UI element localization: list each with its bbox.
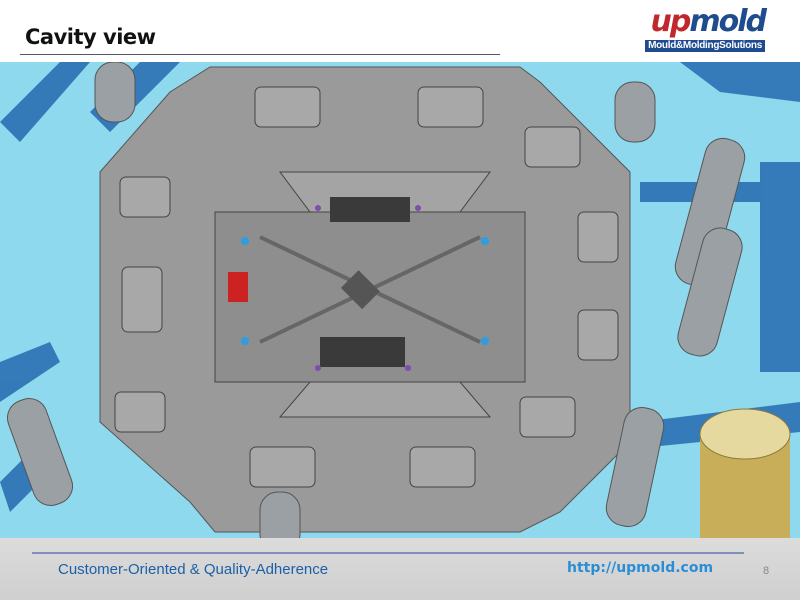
footer-divider [32,552,744,554]
cavity-cad-image [0,62,800,538]
footer-slogan: Customer-Oriented & Quality-Adherence [58,561,329,578]
logo-word-red: up [650,4,692,39]
page-number: 8 [763,565,770,577]
slide-footer: Customer-Oriented & Quality-Adherence ht… [0,538,800,600]
logo-wordmark: upmold [650,4,767,39]
title-divider [20,54,500,55]
upmold-logo: upmold Mould&MoldingSolutions [585,4,767,52]
slide-title: Cavity view [25,25,156,49]
cylinder-accent [699,408,791,538]
website-link[interactable]: http://upmold.com [567,560,714,576]
logo-word-blue: mold [689,4,767,39]
logo-tagline: Mould&MoldingSolutions [645,40,765,52]
